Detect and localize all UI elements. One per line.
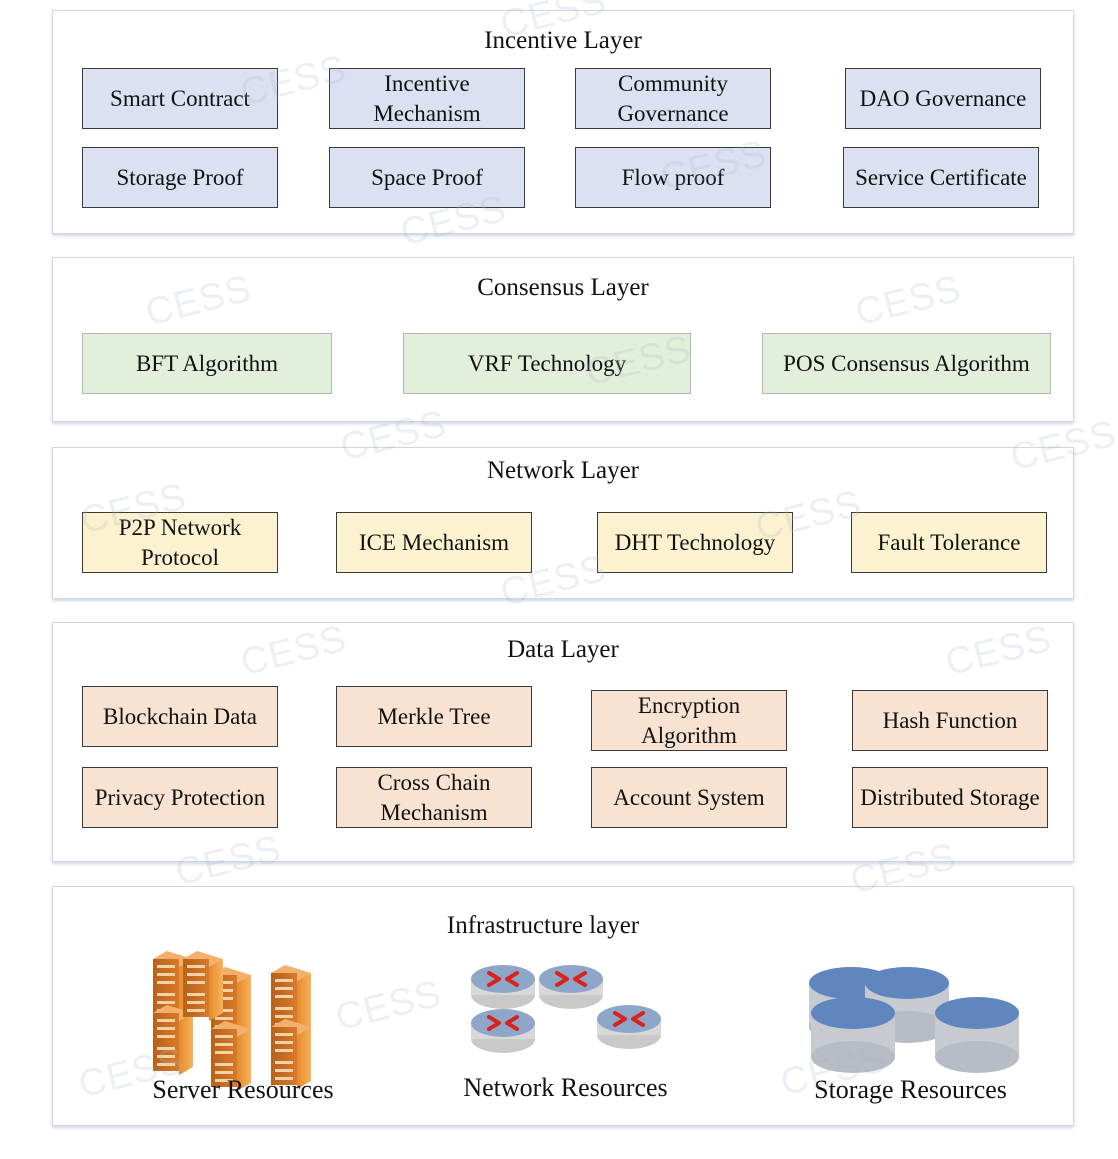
p2p-network-protocol-box: P2P Network Protocol [82,512,278,573]
fault-tolerance-box: Fault Tolerance [851,512,1047,573]
incentive-layer-title: Incentive Layer [484,27,642,54]
blockchain-data-box: Blockchain Data [82,686,278,747]
service-certificate-box: Service Certificate [843,147,1039,208]
dht-technology-box: DHT Technology [597,512,793,573]
smart-contract-box: Smart Contract [82,68,278,129]
storage-disks-icon [809,967,1019,1073]
network-resources-label: Network Resources [463,1073,668,1102]
space-proof-box: Space Proof [329,147,525,208]
hash-function-box: Hash Function [852,690,1048,751]
pos-consensus-algorithm-box: POS Consensus Algorithm [762,333,1051,394]
router-network-icon [469,963,663,1055]
storage-resources-label: Storage Resources [814,1075,1007,1104]
community-governance-box: Community Governance [575,68,771,129]
network-layer-title: Network Layer [486,457,639,484]
privacy-protection-box: Privacy Protection [82,767,278,828]
bft-algorithm-box: BFT Algorithm [82,333,332,394]
incentive-mechanism-box: Incentive Mechanism [329,68,525,129]
network-layer: Network Layer P2P Network Protocol ICE M… [52,447,1074,599]
flow-proof-box: Flow proof [575,147,771,208]
server-cluster-icon [153,951,311,1091]
vrf-technology-box: VRF Technology [403,333,691,394]
server-resources-label: Server Resources [152,1075,334,1104]
infrastructure-layer: Infrastructure layer [52,886,1074,1126]
data-layer-title: Data Layer [507,636,619,663]
encryption-algorithm-box: Encryption Algorithm [591,690,787,751]
consensus-layer-title: Consensus Layer [477,274,649,301]
cross-chain-mechanism-box: Cross Chain Mechanism [336,767,532,828]
incentive-layer: Incentive Layer Smart Contract Incentive… [52,10,1074,234]
account-system-box: Account System [591,767,787,828]
merkle-tree-box: Merkle Tree [336,686,532,747]
consensus-layer: Consensus Layer BFT Algorithm VRF Techno… [52,257,1074,422]
storage-proof-box: Storage Proof [82,147,278,208]
dao-governance-box: DAO Governance [845,68,1041,129]
infrastructure-layer-title: Infrastructure layer [446,912,640,939]
distributed-storage-box: Distributed Storage [852,767,1048,828]
data-layer: Data Layer Blockchain Data Merkle Tree E… [52,622,1074,862]
ice-mechanism-box: ICE Mechanism [336,512,532,573]
